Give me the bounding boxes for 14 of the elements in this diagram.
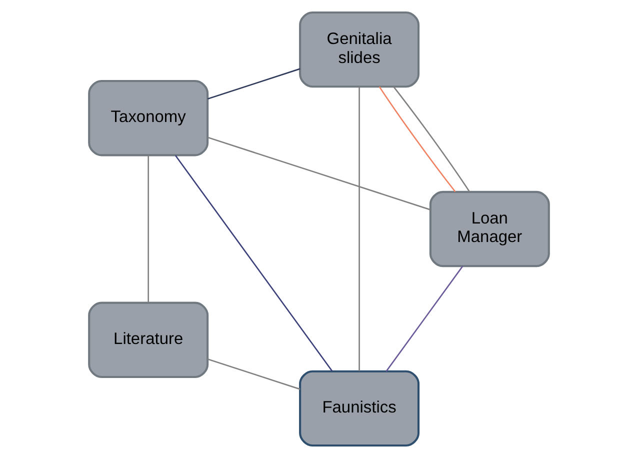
connector bbox=[147, 155, 148, 303]
connector bbox=[385, 266, 463, 372]
connector bbox=[174, 155, 332, 372]
connector bbox=[358, 86, 360, 372]
node-box: Genitalia slides bbox=[298, 11, 420, 88]
node-box: Literature bbox=[88, 302, 208, 378]
connector bbox=[206, 358, 300, 390]
connector bbox=[378, 86, 456, 192]
connector bbox=[206, 136, 430, 210]
connector bbox=[392, 86, 470, 192]
node-box: Loan Manager bbox=[428, 190, 550, 268]
node-box: Taxonomy bbox=[88, 80, 208, 156]
connector bbox=[206, 68, 300, 100]
node-box: Faunistics bbox=[298, 370, 420, 447]
